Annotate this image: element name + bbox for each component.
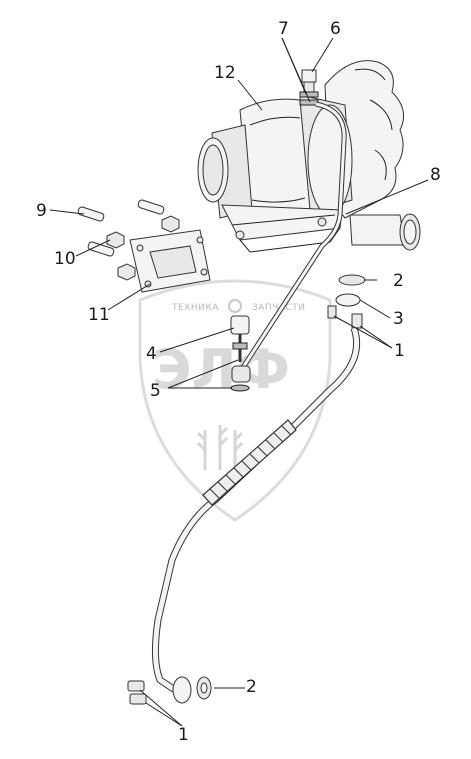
- callout-10: 10: [54, 249, 76, 269]
- callout-12: 12: [214, 63, 236, 83]
- callout-8: 8: [430, 165, 441, 185]
- callout-2-upper: 2: [393, 271, 404, 291]
- drain-bolt-lower-1: [127, 680, 145, 692]
- watermark-right-text: ЗАПЧАСТИ: [252, 303, 306, 313]
- nut-2: [161, 215, 180, 233]
- adapter-fitting: [230, 315, 250, 335]
- drain-port: [403, 219, 417, 245]
- drain-bolt-upper-1: [327, 305, 337, 319]
- drain-outlet: [349, 213, 421, 251]
- callout-9: 9: [36, 201, 47, 221]
- watermark-shield: [138, 279, 332, 522]
- drain-bracket: [349, 214, 406, 246]
- mount-bolt-hole-2: [317, 217, 327, 227]
- drain-bolt-lower-2: [129, 693, 147, 705]
- gasket-hole-1: [136, 244, 144, 252]
- callout-1-upper: 1: [394, 341, 405, 361]
- gasket-opening: [149, 245, 197, 279]
- drain-hose-corrugation: [202, 419, 297, 506]
- callout-5: 5: [150, 381, 161, 401]
- callout-4: 4: [146, 344, 157, 364]
- watermark-wheat-icon: [196, 425, 244, 470]
- gasket-hole-4: [200, 268, 208, 276]
- drain-gasket-lower-hole: [200, 682, 208, 694]
- oil-feed-fitting: [299, 69, 319, 106]
- callout-1-lower: 1: [178, 725, 189, 745]
- turbocharger: [197, 60, 405, 253]
- callouts: 1 1 2 2 3 4 5 6 7 8 9 10 11 12: [36, 19, 441, 745]
- washer-lower: [230, 384, 250, 392]
- callout-3: 3: [393, 309, 404, 329]
- watermark-left-text: ТЕХНИКА: [171, 303, 219, 313]
- callout-7: 7: [278, 19, 289, 39]
- drain-flange-lower: [172, 676, 192, 704]
- watermark-gear-icon: [228, 299, 242, 313]
- watermark: ТЕХНИКА ЗАПЧАСТИ ЭЛФ: [138, 279, 332, 522]
- oil-pipe-end-fittings: [230, 315, 251, 392]
- stud-upper-left: [77, 206, 105, 222]
- drain-fittings-lower: [127, 676, 212, 705]
- banjo-fitting: [231, 365, 251, 383]
- nut-1: [106, 231, 125, 249]
- leader-lines: [49, 37, 429, 727]
- drain-hose: [152, 327, 360, 693]
- drain-gasket-upper: [338, 274, 366, 286]
- mounting-hardware: [77, 199, 211, 293]
- oil-feed-pipe: [238, 102, 346, 373]
- gasket-hole-2: [196, 236, 204, 244]
- callout-2-lower: 2: [246, 677, 257, 697]
- callout-6: 6: [330, 19, 341, 39]
- mount-bolt-hole: [235, 230, 245, 240]
- washer-upper: [232, 342, 248, 350]
- compressor-inlet-inner: [202, 144, 224, 196]
- stud-upper-right: [137, 199, 165, 215]
- nut-3: [117, 263, 136, 281]
- banjo-bolt: [301, 69, 317, 83]
- seal-washer-upper: [299, 91, 319, 98]
- drain-fittings-upper: [327, 274, 366, 329]
- stud-lower-left: [87, 241, 115, 257]
- callout-11: 11: [88, 305, 110, 325]
- gasket-hole-3: [144, 280, 152, 288]
- watermark-big-text: ЭЛФ: [152, 338, 290, 401]
- drain-flange-upper: [335, 293, 361, 307]
